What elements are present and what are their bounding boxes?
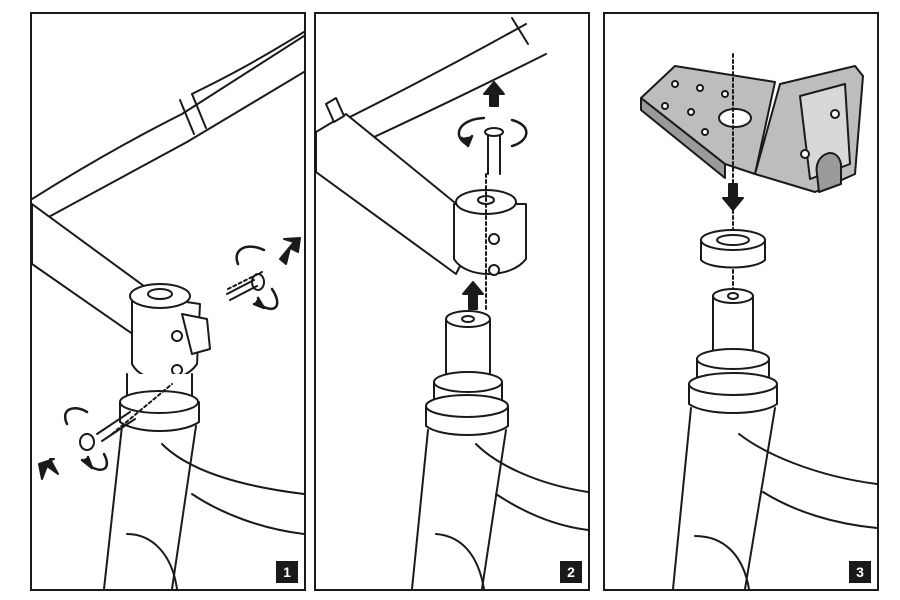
frame [672,407,877,589]
stem [316,97,527,276]
handlebar [32,31,304,227]
step-number-badge: 2 [560,561,582,583]
top-cap-bolt [484,127,504,310]
arrow-up-steerer [462,281,484,310]
stem [32,203,211,381]
mount-bracket [640,65,864,193]
spacer-ring [700,229,766,269]
steerer-tube [712,288,754,360]
rotate-arrow-right [235,245,279,311]
step-number-badge: 1 [276,561,298,583]
step-3-panel: 3 [603,12,879,591]
stem-bolt-right [226,271,265,301]
arrow-out-right [279,237,301,265]
headset [425,371,509,436]
step-number-badge: 3 [849,561,871,583]
frame [103,425,304,589]
step-1-illustration [32,31,304,589]
step-2-illustration [316,17,588,589]
stem-bolt-left [79,383,173,451]
step-1-panel: 1 [30,12,306,591]
rotate-arrow-left [64,407,109,471]
step-3-illustration [640,53,877,589]
headset [688,348,778,414]
arrow-down [722,183,744,211]
headset [119,373,200,432]
step-2-panel: 2 [314,12,590,591]
arrow-out-left [38,458,59,480]
rotate-arrow [457,116,528,148]
arrow-up-top [483,81,505,107]
frame [411,429,588,589]
steerer-tube [445,310,491,385]
